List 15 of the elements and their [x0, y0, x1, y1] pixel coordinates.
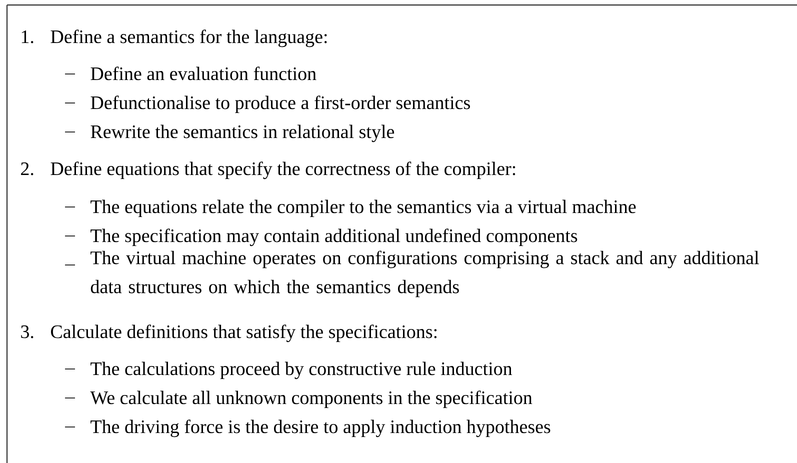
sub-item: The driving force is the desire to apply induction hypotheses — [90, 420, 550, 438]
sub-item: The equations relate the compiler to the semantics via a virtual machine — [90, 200, 636, 218]
item-number: 1. — [22, 30, 34, 44]
list-item: Calculate definitions that satisfy the specifications: — [51, 324, 437, 342]
sub-item: Rewrite the semantics in relational style — [90, 124, 394, 142]
sub-item: The specification may contain additional undefined components — [90, 228, 578, 246]
sub-item: Defunctionalise to produce a first-order semantics — [90, 96, 470, 114]
sub-item: We calculate all unknown components in the specification — [90, 390, 532, 408]
sub-item: The calculations proceed by constructive rule induction — [90, 362, 512, 380]
item-number: 3. — [21, 325, 34, 338]
list-item: Define a semantics for the language: — [50, 30, 327, 48]
sub-item: The virtual machine operates on configurations comprising a stack and any additional data structures on which the semantics depends — [90, 250, 759, 298]
list-item: Define equations that specify the correctness of the compiler: — [50, 162, 516, 180]
item-number: 2. — [21, 162, 34, 176]
sub-item: Define an evaluation function — [90, 66, 316, 80]
